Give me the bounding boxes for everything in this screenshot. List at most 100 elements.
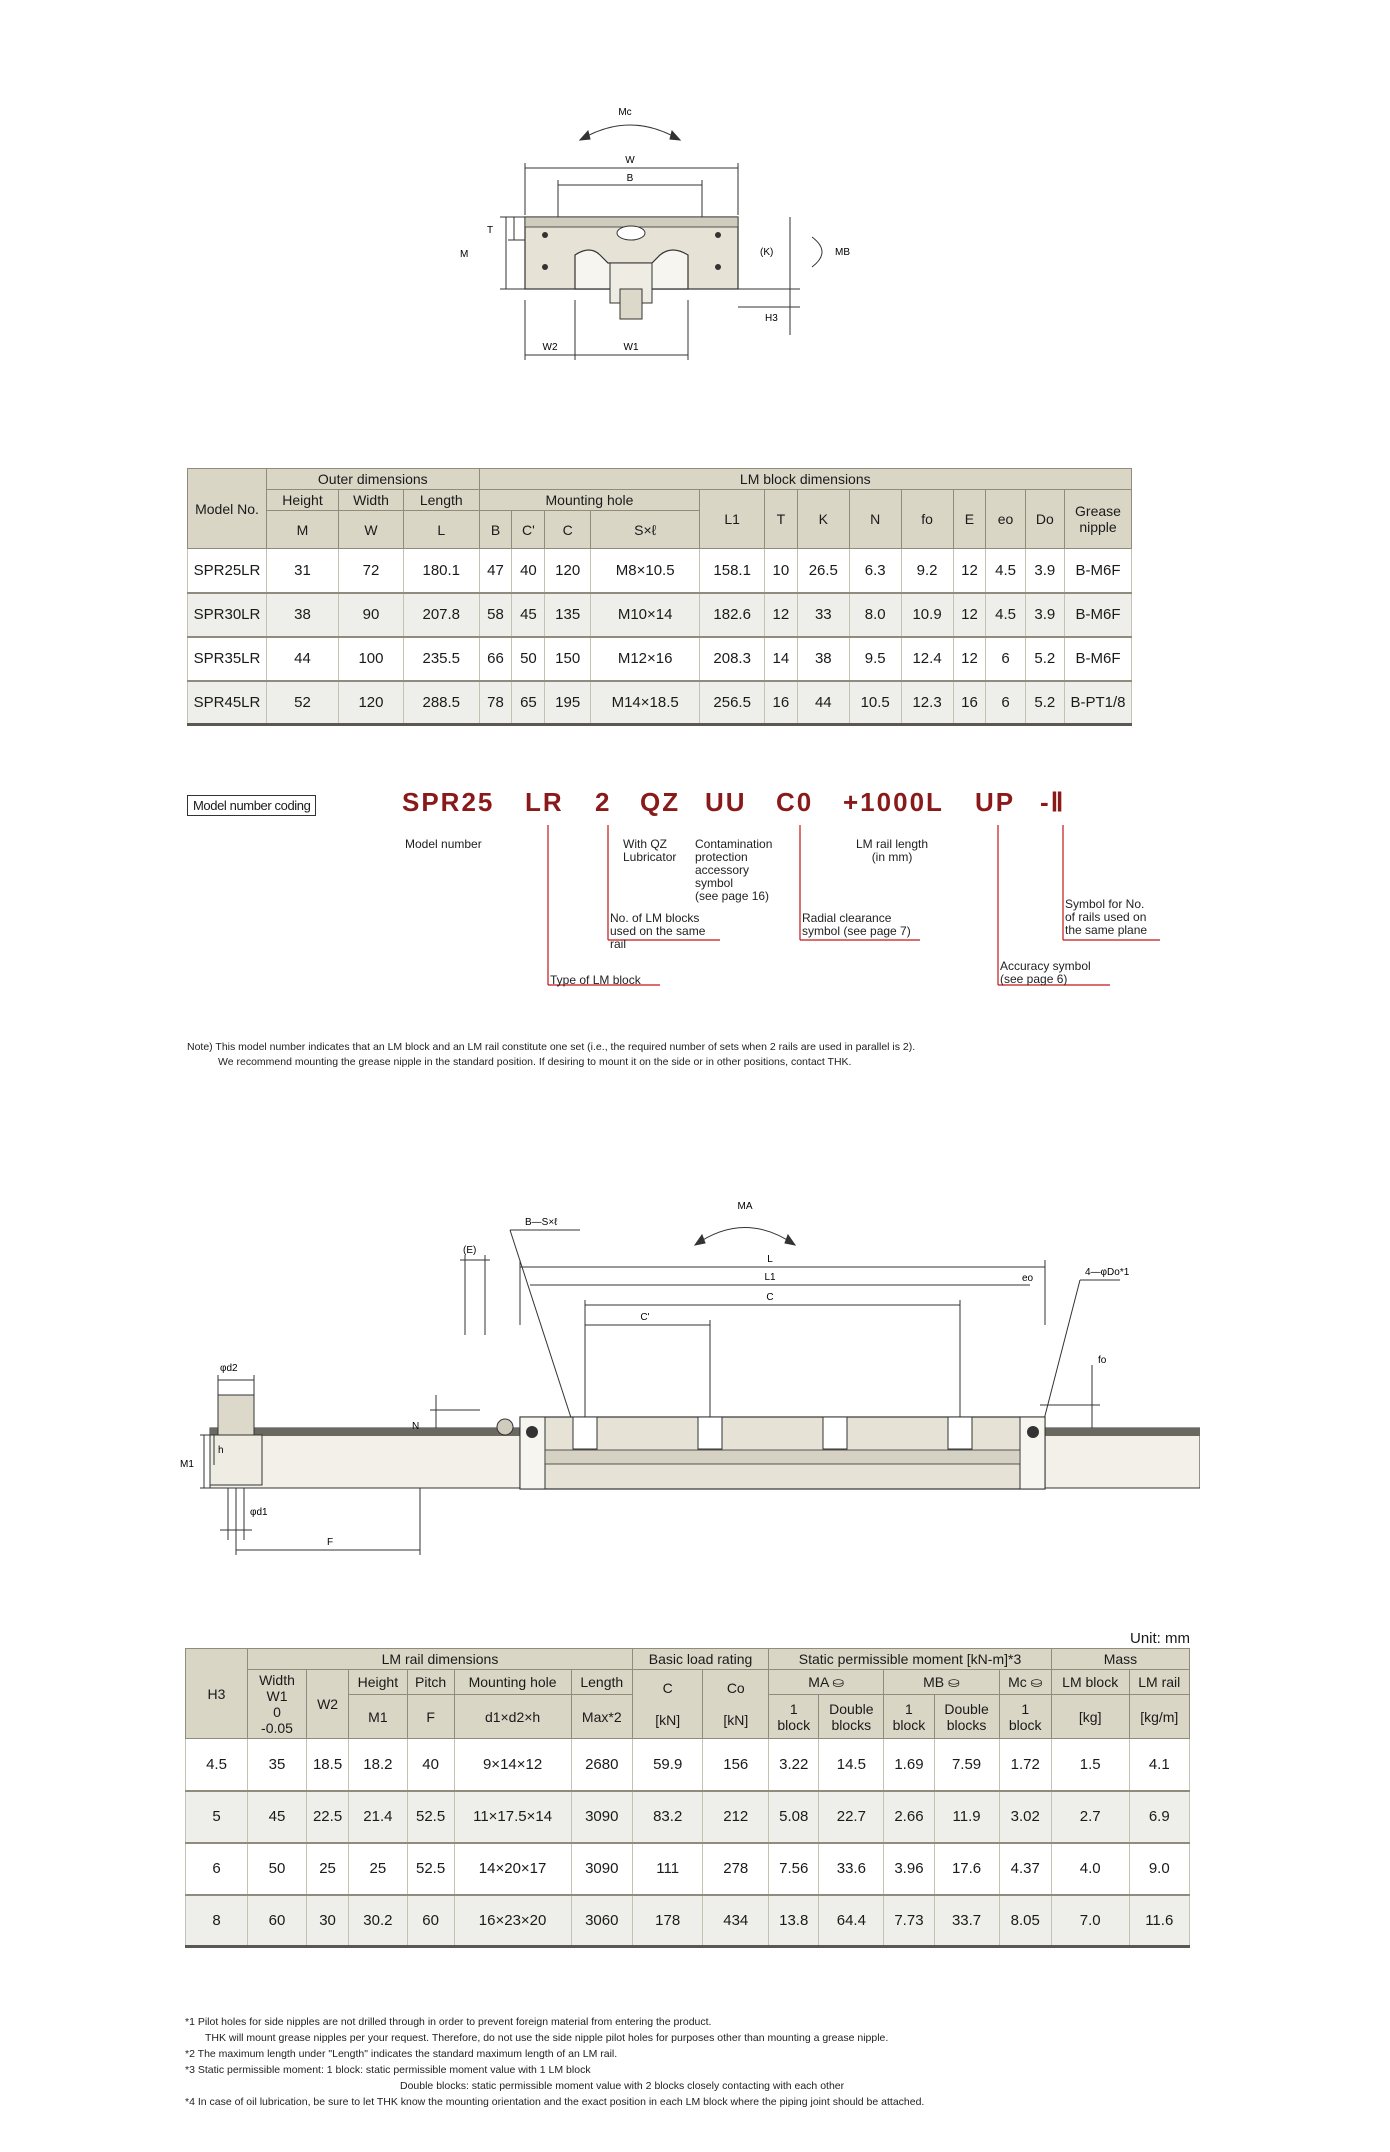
th-h3: H3 — [185, 1648, 248, 1739]
block-cell: B-M6F — [1064, 636, 1132, 682]
block-cell: 150 — [544, 636, 591, 682]
label-d2: φd2 — [220, 1363, 238, 1374]
rail-cell: 45 — [247, 1790, 307, 1844]
block-cell: 195 — [544, 680, 591, 726]
block-cell: 235.5 — [402, 636, 480, 682]
rail-cell: 7.73 — [883, 1894, 935, 1948]
rail-cell: 60 — [406, 1894, 455, 1948]
rail-cell: 156 — [702, 1738, 770, 1792]
block-cell: 52 — [265, 680, 340, 726]
rail-cell: 5.08 — [768, 1790, 820, 1844]
rail-cell: 40 — [406, 1738, 455, 1792]
rail-cell: 13.8 — [768, 1894, 820, 1948]
th-lm-block: LM block — [1050, 1669, 1130, 1695]
ann-type: Type of LM block — [550, 973, 641, 987]
ann-qz: With QZ Lubricator — [623, 837, 677, 864]
rail-cell: 7.0 — [1050, 1894, 1130, 1948]
th-mc: Mc ⛀ — [998, 1669, 1052, 1695]
th-height: Height — [265, 489, 340, 511]
block-cell: 26.5 — [796, 548, 850, 594]
block-cell: M10×14 — [589, 592, 701, 638]
block-cell: 66 — [478, 636, 513, 682]
block-cell: SPR35LR — [187, 636, 267, 682]
mb-icon: ⛀ — [948, 1674, 960, 1690]
rail-cell: 4.0 — [1050, 1842, 1130, 1896]
th-sym-sl: S×ℓ — [589, 510, 701, 549]
th-height: Height — [348, 1669, 408, 1695]
block-cell: 120 — [544, 548, 591, 594]
rail-cell: 52.5 — [406, 1790, 455, 1844]
label-f: F — [327, 1537, 333, 1548]
rail-cell: 35 — [247, 1738, 307, 1792]
rail-cell: 6 — [185, 1842, 248, 1896]
label-m: M — [460, 249, 468, 260]
rail-cell: 3.96 — [883, 1842, 935, 1896]
rail-cell: 2.7 — [1050, 1790, 1130, 1844]
block-cell: 12.3 — [900, 680, 954, 726]
block-cell: 12 — [952, 636, 987, 682]
th-kgm: [kg/m] — [1128, 1694, 1191, 1739]
label-n: N — [412, 1421, 419, 1432]
rail-cell: 52.5 — [406, 1842, 455, 1896]
block-cell: 120 — [338, 680, 404, 726]
code-part: 2 — [595, 787, 612, 817]
th-model-no: Model No. — [187, 468, 267, 549]
rail-cell: 9×14×12 — [453, 1738, 572, 1792]
block-cell: SPR25LR — [187, 548, 267, 594]
th-sym-k: K — [796, 489, 850, 549]
label-e: (E) — [463, 1245, 476, 1256]
mc-icon: ⛀ — [1030, 1674, 1043, 1690]
th-w1-tol-1: 0 — [273, 1704, 281, 1720]
rail-cell: 22.5 — [305, 1790, 350, 1844]
rail-cell: 14.5 — [818, 1738, 885, 1792]
ma-icon: ⛀ — [832, 1674, 845, 1690]
th-pitch: Pitch — [406, 1669, 455, 1695]
block-cell: B-M6F — [1064, 548, 1132, 594]
th-length: Length — [402, 489, 480, 511]
rail-cell: 5 — [185, 1790, 248, 1844]
block-cell: 135 — [544, 592, 591, 638]
block-cell: 8.0 — [848, 592, 902, 638]
rail-cell: 11.6 — [1128, 1894, 1191, 1948]
th-co-sym: Co — [726, 1680, 745, 1696]
code-part: SPR25 — [402, 787, 495, 817]
block-cell: 3.9 — [1024, 592, 1066, 638]
rail-cell: 30 — [305, 1894, 350, 1948]
ann-rail-length: LM rail length (in mm) — [856, 837, 929, 864]
lm-rail-table: H3 LM rail dimensions Basic load rating … — [185, 1648, 1191, 1948]
rail-cell: 16×23×20 — [453, 1894, 572, 1948]
block-cell: 90 — [338, 592, 404, 638]
th-sym-b: B — [478, 510, 513, 549]
rail-cell: 50 — [247, 1842, 307, 1896]
code-part: LR — [525, 787, 564, 817]
block-cell: 47 — [478, 548, 513, 594]
front-view-drawing: Mc W B T M (K) MB H3 W2 W1 — [460, 107, 850, 360]
th-width-label: Width — [259, 1672, 295, 1688]
th-mb-label: MB — [923, 1674, 945, 1690]
th-sym-c: C — [544, 510, 591, 549]
note-3: *3 Static permissible moment: 1 block: s… — [185, 2064, 591, 2076]
rail-cell: 60 — [247, 1894, 307, 1948]
rail-cell: 1.69 — [883, 1738, 935, 1792]
coding-leader-lines — [547, 825, 1160, 986]
rail-cell: 33.6 — [818, 1842, 885, 1896]
block-cell: 65 — [511, 680, 546, 726]
th-sym-e: E — [952, 489, 987, 549]
th-c-unit: [kN] — [655, 1712, 681, 1728]
code-part: C0 — [776, 787, 814, 817]
rail-cell: 278 — [702, 1842, 770, 1896]
ann-rails-plane: Symbol for No. of rails used on the same… — [1065, 897, 1148, 937]
block-cell: 45 — [511, 592, 546, 638]
rail-cell: 1.72 — [998, 1738, 1052, 1792]
th-sym-m: M — [265, 510, 340, 549]
block-cell: SPR30LR — [187, 592, 267, 638]
unit-label: Unit: mm — [1130, 1630, 1190, 1647]
code-part: +1000L — [843, 787, 944, 817]
label-fo: fo — [1098, 1355, 1107, 1366]
rail-cell: 111 — [631, 1842, 704, 1896]
th-ma-label: MA — [808, 1674, 829, 1690]
rail-cell: 3090 — [570, 1790, 633, 1844]
